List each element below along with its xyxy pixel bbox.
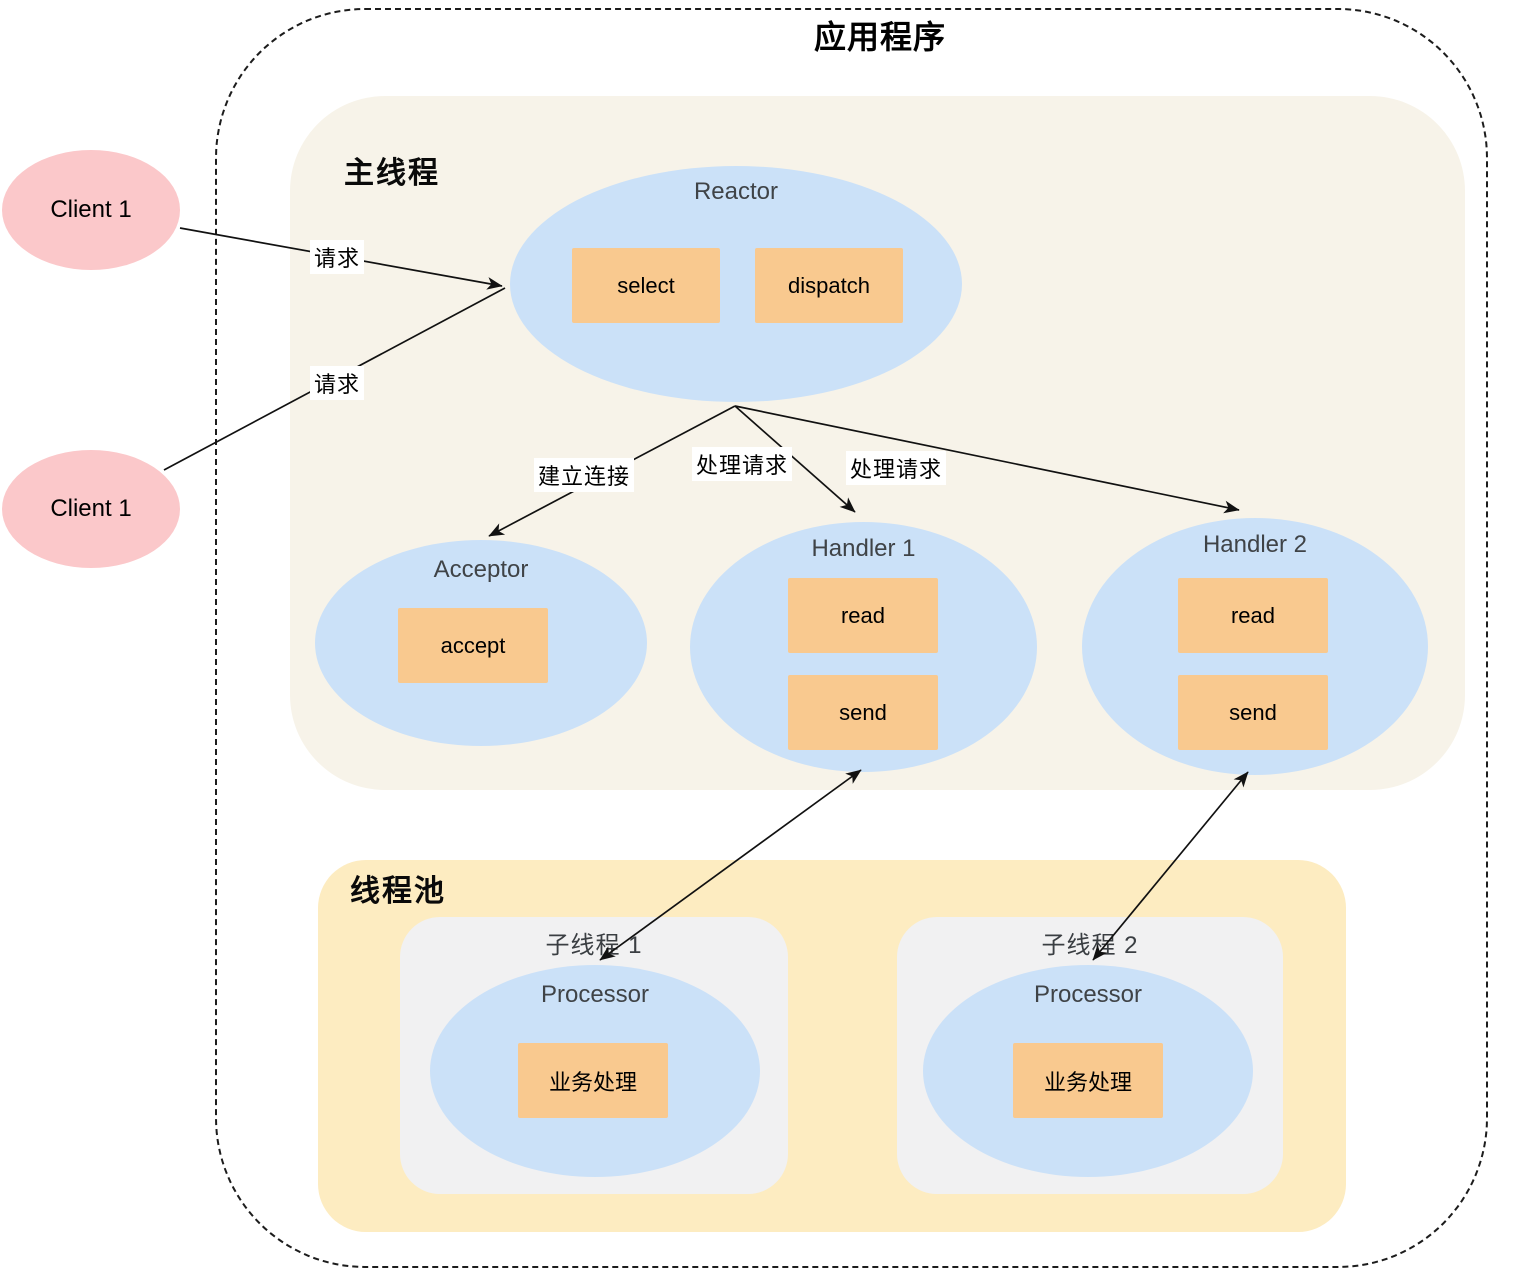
- handler-2-send-box: send: [1178, 675, 1328, 750]
- client-node-1: Client 1: [2, 150, 180, 270]
- handler-2-read-box: read: [1178, 578, 1328, 653]
- edge-label-handle-request-1: 处理请求: [692, 447, 793, 481]
- handler-1-send-box: send: [788, 675, 938, 750]
- select-box: select: [572, 248, 720, 323]
- sub-thread-1-label: 子线程 1: [545, 932, 643, 959]
- edge-label-request-1: 请求: [310, 240, 365, 274]
- edge-label-establish-connection: 建立连接: [534, 458, 635, 492]
- edge-label-handle-request-2: 处理请求: [846, 451, 947, 485]
- client-node-2-label: Client 1: [50, 495, 132, 522]
- sub-thread-2-label: 子线程 2: [1041, 932, 1139, 959]
- handler-1-read-box: read: [788, 578, 938, 653]
- handler-1-title: Handler 1: [811, 535, 916, 562]
- dispatch-box: dispatch: [755, 248, 903, 323]
- processor-2-title: Processor: [1033, 981, 1143, 1008]
- client-node-1-label: Client 1: [50, 196, 132, 223]
- processor-1-title: Processor: [540, 981, 650, 1008]
- application-title: 应用程序: [813, 19, 946, 55]
- handler-2-title: Handler 2: [1202, 531, 1308, 558]
- processor-2-task-box: 业务处理: [1013, 1043, 1163, 1118]
- reactor-title: Reactor: [693, 178, 779, 205]
- client-node-2: Client 1: [2, 450, 180, 568]
- thread-pool-label: 线程池: [350, 875, 446, 908]
- accept-box: accept: [398, 608, 548, 683]
- main-thread-label: 主线程: [344, 157, 440, 190]
- edge-label-request-2: 请求: [310, 366, 365, 400]
- processor-1-task-box: 业务处理: [518, 1043, 668, 1118]
- application-boundary: [215, 8, 1488, 1268]
- acceptor-title: Acceptor: [433, 556, 529, 583]
